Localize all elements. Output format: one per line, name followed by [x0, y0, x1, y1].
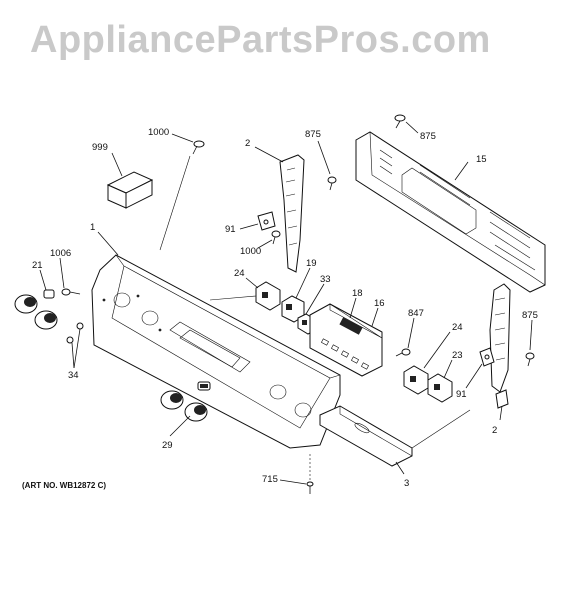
part-91-clip-upper [257, 211, 276, 231]
callout-91-upper: 91 [225, 224, 236, 235]
callout-24-upper: 24 [234, 268, 245, 279]
callout-24-lower: 24 [452, 322, 463, 333]
watermark-text: AppliancePartsPros.com [30, 19, 491, 61]
part-16-control-board [309, 303, 383, 377]
part-24-switch-lower [403, 365, 429, 395]
callout-18: 18 [352, 288, 363, 299]
callout-715: 715 [262, 474, 278, 485]
callout-2-lower: 2 [492, 425, 497, 436]
part-29-knobs [160, 381, 211, 422]
callout-91-lower: 91 [456, 389, 467, 400]
part-2-side-bracket-left [279, 154, 305, 273]
callout-875-a: 875 [305, 129, 321, 140]
callout-2-upper: 2 [245, 138, 250, 149]
part-2-side-bracket-right [489, 283, 511, 409]
callout-847: 847 [408, 308, 424, 319]
screw-875-right [525, 352, 535, 367]
callout-33: 33 [320, 274, 331, 285]
callout-1000-top: 1000 [148, 127, 169, 138]
callout-875-c: 875 [522, 310, 538, 321]
callout-15: 15 [476, 154, 487, 165]
screw-875-top-right [394, 114, 406, 129]
screw-715 [306, 481, 314, 494]
callout-23: 23 [452, 350, 463, 361]
art-number: (ART NO. WB12872 C) [22, 481, 106, 490]
screw-847 [395, 348, 411, 357]
part-23-switch [427, 373, 453, 403]
callout-1006: 1006 [50, 248, 71, 259]
callout-29: 29 [162, 440, 173, 451]
callout-999: 999 [92, 142, 108, 153]
part-21-knobs [14, 289, 58, 330]
screw-1000-top [192, 140, 205, 155]
part-15-back-panel [355, 131, 546, 293]
callout-1: 1 [90, 222, 95, 233]
screw-1006 [61, 288, 81, 296]
screw-875-bracket [327, 176, 337, 191]
callout-3: 3 [404, 478, 409, 489]
callout-875-b: 875 [420, 131, 436, 142]
callout-1000-bracket: 1000 [240, 246, 261, 257]
part-91-clip-lower [479, 347, 495, 367]
callout-19: 19 [306, 258, 317, 269]
screw-1000-bracket [271, 230, 281, 245]
callout-34: 34 [68, 370, 79, 381]
screws-34 [66, 322, 84, 344]
part-1-control-panel [91, 254, 341, 449]
callout-16: 16 [374, 298, 385, 309]
part-999-package [106, 171, 154, 209]
part-3-trim-strip [319, 405, 413, 467]
callout-21: 21 [32, 260, 43, 271]
part-24-switch-upper [255, 281, 281, 311]
